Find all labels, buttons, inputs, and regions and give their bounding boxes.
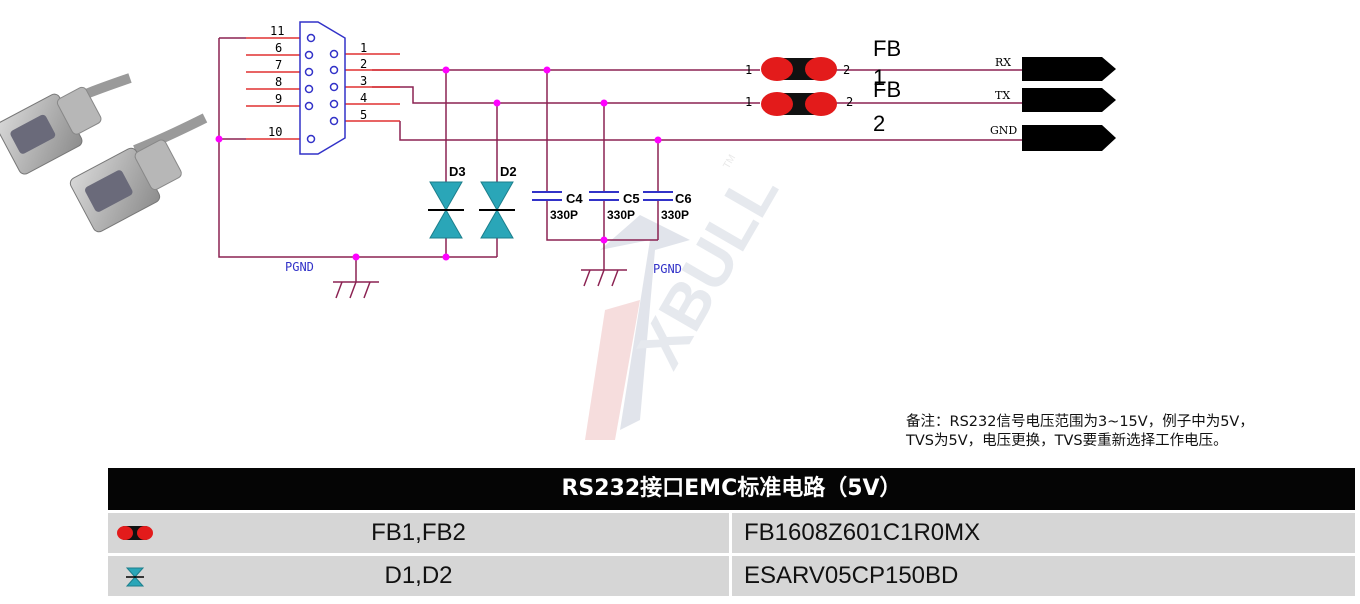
capacitor-ref: C5 xyxy=(623,191,640,206)
ground-label: PGND xyxy=(653,262,682,276)
design-note: 备注：RS232信号电压范围为3~15V，例子中为5V， TVS为5V，电压更换… xyxy=(906,413,1254,451)
pin-label-left: 11 xyxy=(270,24,284,38)
bead-pin: 2 xyxy=(846,95,853,109)
component-refs: FB1,FB2 xyxy=(371,519,466,546)
table-cell-refs: D1,D2 xyxy=(108,556,729,596)
net-label: GND xyxy=(990,124,1017,137)
capacitor-ref: C6 xyxy=(675,191,692,206)
capacitor-c5 xyxy=(589,191,619,201)
pin-label-right: 4 xyxy=(360,91,367,105)
ground-symbol xyxy=(581,269,627,287)
bom-table: RS232接口EMC标准电路（5V） FB1,FB2 FB1608Z601C1R… xyxy=(108,468,1355,596)
connector-pin-stubs xyxy=(246,37,400,140)
ferrite-bead-fb1: 1 2 FB 1 xyxy=(745,36,901,90)
pin-label-right: 1 xyxy=(360,41,367,55)
junction-dots xyxy=(215,66,662,261)
pin-label-left: 6 xyxy=(275,41,282,55)
capacitor-c6 xyxy=(643,191,673,201)
pin-label-left: 8 xyxy=(275,75,282,89)
output-port-gnd: GND xyxy=(990,124,1116,151)
pin-label-right: 3 xyxy=(360,74,367,88)
bead-label: FB xyxy=(873,36,901,61)
tvs-diode-d2: D2 xyxy=(479,164,517,239)
pin-label-right: 2 xyxy=(360,57,367,71)
component-refs: D1,D2 xyxy=(384,562,453,589)
diode-ref: D3 xyxy=(449,164,466,179)
component-part-number: ESARV05CP150BD xyxy=(732,556,1355,596)
note-line: TVS为5V，电压更换，TVS要重新选择工作电压。 xyxy=(906,433,1228,449)
schematic-diagram: XBULL TM xyxy=(0,21,1116,440)
capacitor-value: 330P xyxy=(550,208,578,222)
table-row: D1,D2 ESARV05CP150BD xyxy=(108,556,1355,596)
capacitor-value: 330P xyxy=(607,208,635,222)
ferrite-bead-icon xyxy=(117,526,153,540)
table-cell-refs: FB1,FB2 xyxy=(108,513,729,553)
pin-label-left: 9 xyxy=(275,92,282,106)
ground-symbol xyxy=(333,281,379,299)
serial-cable-image xyxy=(0,73,208,233)
capacitor-value: 330P xyxy=(661,208,689,222)
bead-label: 1 xyxy=(873,65,885,90)
pin-label-left: 10 xyxy=(268,125,282,139)
output-port-tx: TX xyxy=(995,88,1116,112)
capacitor-ref: C4 xyxy=(566,191,583,206)
ground-label: PGND xyxy=(285,260,314,274)
tvs-diode-d3: D3 xyxy=(428,164,466,239)
bead-pin: 1 xyxy=(745,63,752,77)
capacitor-c4 xyxy=(532,191,562,201)
wires xyxy=(218,37,1022,282)
output-port-rx: RX xyxy=(995,56,1116,81)
net-label: TX xyxy=(995,89,1010,102)
bead-pin: 1 xyxy=(745,95,752,109)
diode-ref: D2 xyxy=(500,164,517,179)
net-label: RX xyxy=(995,56,1011,69)
bead-pin: 2 xyxy=(843,63,850,77)
bom-title: RS232接口EMC标准电路（5V） xyxy=(108,468,1355,510)
pin-label-right: 5 xyxy=(360,108,367,122)
bead-label: FB xyxy=(873,77,901,102)
tvs-diode-icon xyxy=(125,567,145,587)
ferrite-bead-fb2: 1 2 FB 2 xyxy=(745,77,901,136)
pin-label-left: 7 xyxy=(275,58,282,72)
bead-label: 2 xyxy=(873,111,885,136)
table-row: FB1,FB2 FB1608Z601C1R0MX xyxy=(108,513,1355,553)
note-line: 备注：RS232信号电压范围为3~15V，例子中为5V， xyxy=(906,414,1254,430)
connector-pin-labels: 11 6 7 8 9 10 1 2 3 4 5 xyxy=(268,24,367,139)
db9-connector xyxy=(299,21,346,155)
component-part-number: FB1608Z601C1R0MX xyxy=(732,513,1355,553)
